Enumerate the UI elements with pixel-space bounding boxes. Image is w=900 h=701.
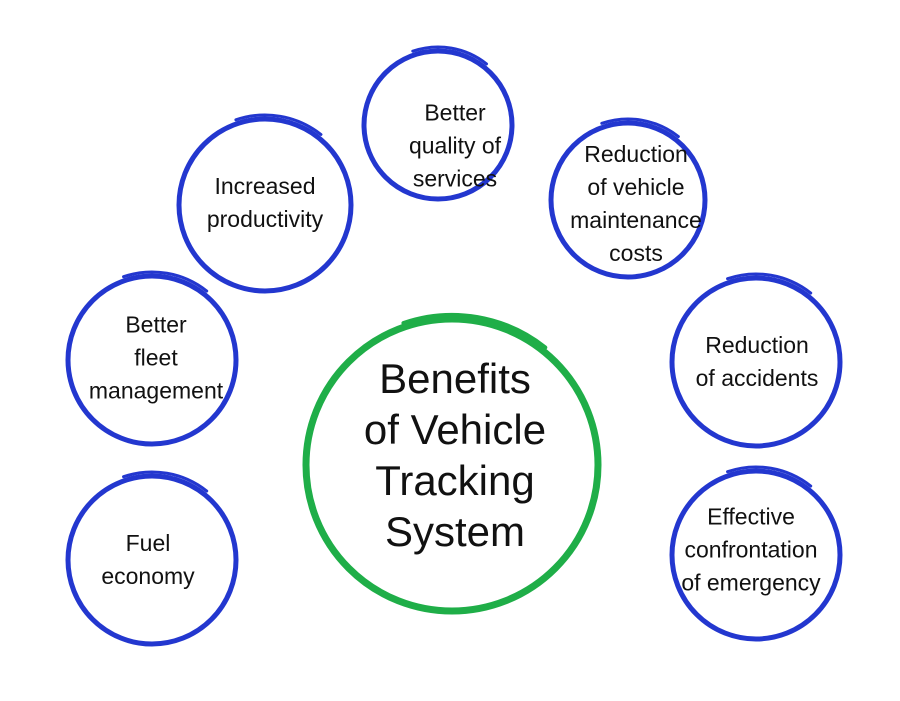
ring-increased-productivity — [176, 116, 354, 294]
center-title-line: of Vehicle — [363, 406, 547, 453]
ring-effective-confrontation-of-emergency — [669, 468, 843, 642]
label-effective-confrontation-of-emergency-line: confrontation — [684, 536, 818, 563]
ring-better-quality-of-services — [361, 48, 515, 202]
label-better-fleet-management: Better fleet management — [89, 309, 223, 408]
label-reduction-of-vehicle-maintenance-costs-line: maintenance — [570, 207, 702, 233]
label-better-quality-of-services-line: services — [412, 165, 498, 192]
label-effective-confrontation-of-emergency-line: of emergency — [681, 569, 821, 596]
ring-better-quality-of-services-brush-tail — [411, 45, 488, 66]
ring-reduction-of-vehicle-maintenance-costs — [548, 120, 708, 280]
label-increased-productivity-line: productivity — [206, 206, 324, 232]
label-increased-productivity-line: Increased — [214, 173, 316, 199]
ring-fuel-economy-brush-tail — [122, 470, 209, 493]
ring-reduction-of-accidents-brush-tail — [726, 272, 813, 295]
ring-fuel-economy — [65, 473, 239, 647]
center-title-line: System — [384, 508, 526, 555]
label-reduction-of-accidents-line: of accidents — [695, 365, 819, 391]
ring-reduction-of-accidents — [669, 275, 843, 449]
label-reduction-of-vehicle-maintenance-costs-line: costs — [609, 240, 663, 266]
label-better-fleet-management-line: fleet — [134, 344, 178, 371]
center-title-line: Tracking — [375, 457, 535, 504]
label-reduction-of-vehicle-maintenance-costs-line: of vehicle — [587, 174, 685, 200]
label-better-quality-of-services: Better quality of services — [409, 97, 501, 196]
center-ring-brush-tail — [401, 312, 548, 350]
label-better-quality-of-services-line: quality of — [408, 132, 502, 159]
ring-effective-confrontation-of-emergency-brush-tail — [726, 465, 813, 488]
label-reduction-of-vehicle-maintenance-costs: Reduction of vehicle maintenance costs — [570, 138, 702, 270]
label-effective-confrontation-of-emergency-line: Effective — [707, 503, 795, 530]
label-fuel-economy-line: economy — [101, 563, 195, 589]
label-fuel-economy-line: Fuel — [125, 530, 171, 556]
center-title-line: Benefits — [379, 355, 531, 402]
label-fuel-economy: Fuel economy — [101, 527, 194, 593]
label-reduction-of-accidents: Reduction of accidents — [696, 329, 819, 395]
label-increased-productivity: Increased productivity — [207, 170, 323, 236]
ring-better-fleet-management — [65, 273, 239, 447]
label-reduction-of-vehicle-maintenance-costs-line: Reduction — [584, 141, 688, 167]
label-effective-confrontation-of-emergency: Effective confrontation of emergency — [681, 501, 820, 600]
ring-better-fleet-management-brush-tail — [122, 270, 209, 293]
label-better-fleet-management-line: Better — [125, 311, 187, 338]
ring-increased-productivity-brush-tail — [234, 113, 323, 137]
label-better-quality-of-services-line: Better — [424, 99, 486, 126]
ring-reduction-of-vehicle-maintenance-costs-brush-tail — [600, 117, 680, 139]
label-reduction-of-accidents-line: Reduction — [705, 332, 809, 358]
center-ring — [302, 315, 602, 615]
label-better-fleet-management-line: management — [88, 377, 224, 404]
